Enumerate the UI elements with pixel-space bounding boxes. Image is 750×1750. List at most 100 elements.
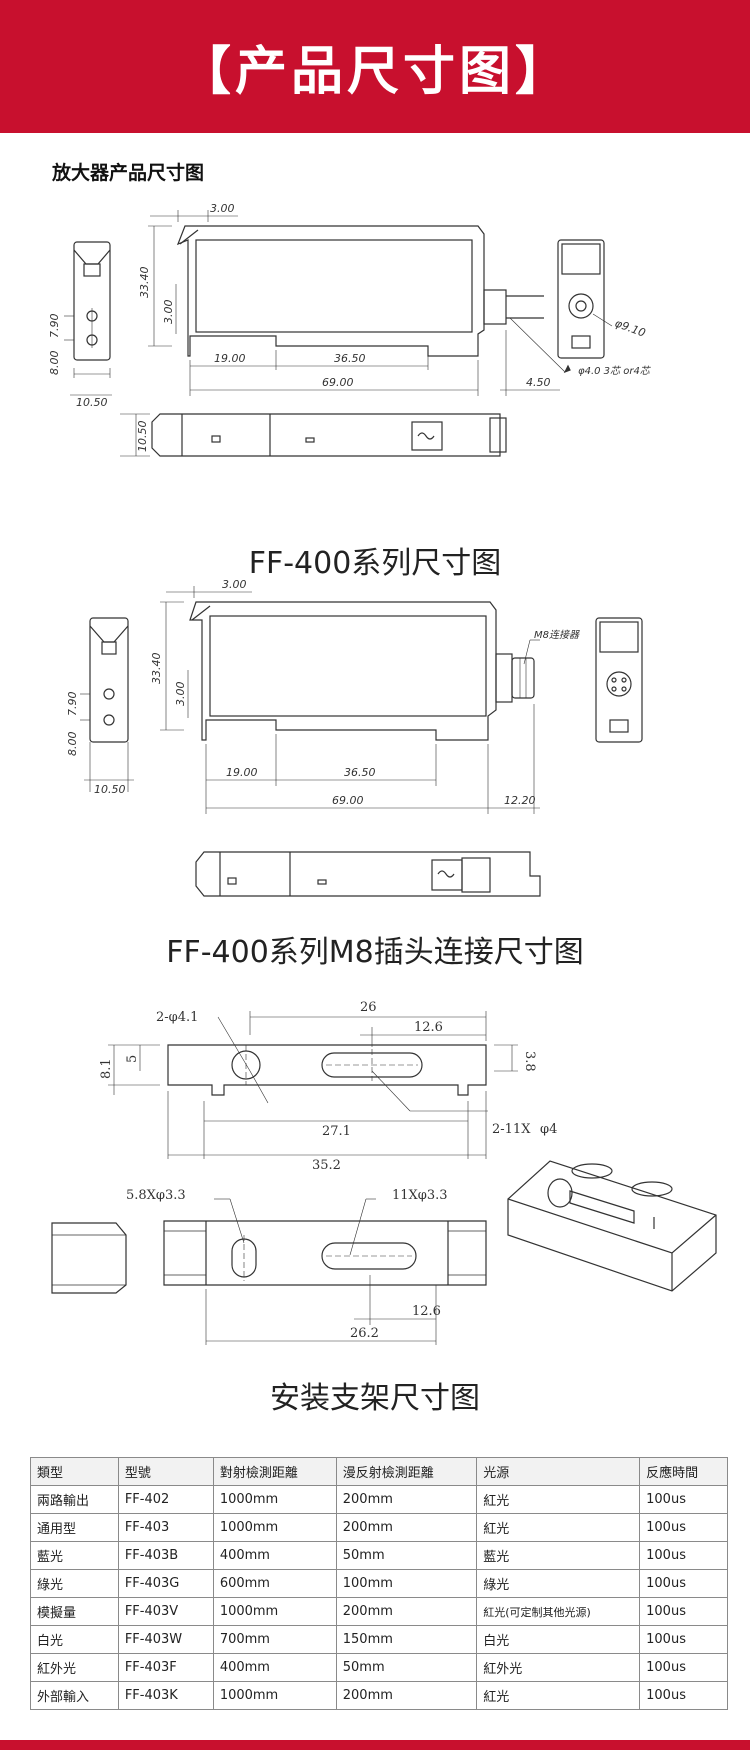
col-light-source: 光源 <box>476 1457 641 1486</box>
cell: FF-403B <box>117 1541 214 1570</box>
cell: 600mm <box>212 1569 337 1598</box>
bracket-slot-dia: φ4 <box>540 1122 557 1137</box>
caption-ff400-m8: FF-400系列M8插头连接尺寸图 <box>166 935 584 970</box>
table-header-row: 類型 型號 對射檢測距離 漫反射檢測距離 光源 反應時間 <box>30 1457 728 1486</box>
dim-side-width: 10.50 <box>76 396 108 409</box>
cell: 400mm <box>212 1653 337 1682</box>
col-through-beam: 對射檢測距離 <box>212 1457 337 1486</box>
col-diffuse: 漫反射檢測距離 <box>335 1457 478 1486</box>
dim-cable-dia: φ9.10 <box>613 317 647 340</box>
table-row: 綠光 FF-403G 600mm 100mm 綠光 100us <box>30 1569 728 1598</box>
dim-cable-len: 4.50 <box>526 376 551 389</box>
section-subtitle: 放大器产品尺寸图 <box>52 162 205 184</box>
cell: 700mm <box>212 1625 337 1654</box>
cell: 1000mm <box>212 1513 337 1542</box>
wire-note: φ4.0 3芯 or4芯 <box>578 365 652 377</box>
cell: 綠光 <box>30 1569 119 1598</box>
table-row: 藍光 FF-403B 400mm 50mm 藍光 100us <box>30 1541 728 1570</box>
cell: 通用型 <box>30 1513 119 1542</box>
cell: FF-403F <box>117 1653 214 1682</box>
cell: 400mm <box>212 1541 337 1570</box>
bracket-left-slot: 5.8Xφ3.3 <box>126 1188 186 1203</box>
dim-inner-height: 3.00 <box>162 300 175 325</box>
col-type: 類型 <box>30 1457 119 1486</box>
m8-dim-seg1: 19.00 <box>226 766 258 779</box>
cell: 100us <box>639 1569 728 1598</box>
table-row: 兩路輸出 FF-402 1000mm 200mm 紅光 100us <box>30 1485 728 1514</box>
table-row: 紅外光 FF-403F 400mm 50mm 紅外光 100us <box>30 1653 728 1682</box>
cell: 100us <box>639 1597 728 1626</box>
drawing-ff400: 3.00 33.40 3.00 7.90 8.00 10.50 19.00 36… <box>48 202 652 457</box>
cell: 200mm <box>335 1681 478 1710</box>
table-row: 通用型 FF-403 1000mm 200mm 紅光 100us <box>30 1513 728 1542</box>
cell: 1000mm <box>212 1485 337 1514</box>
cell: 150mm <box>335 1625 478 1654</box>
bracket-hole-label: 2-φ4.1 <box>156 1010 198 1025</box>
cell: 模擬量 <box>30 1597 119 1626</box>
bracket-left-h1: 8.1 <box>99 1058 114 1079</box>
cell: 藍光 <box>30 1541 119 1570</box>
m8-dim-top-width: 3.00 <box>222 580 247 591</box>
bracket-right-h: 3.8 <box>522 1051 537 1072</box>
bracket-left-h2: 5 <box>125 1055 140 1063</box>
dim-hole-offset: 8.00 <box>48 351 61 376</box>
cell: 1000mm <box>212 1681 337 1710</box>
m8-connector-label: M8连接器 <box>534 629 580 641</box>
dim-seg2: 36.50 <box>334 352 366 365</box>
cell: 紅光 <box>476 1513 641 1542</box>
cell: 200mm <box>335 1597 478 1626</box>
drawing-ff400-m8: 3.00 33.40 3.00 7.90 8.00 10.50 19.00 36… <box>66 580 643 897</box>
cell: 白光 <box>476 1625 641 1654</box>
cell: 100us <box>639 1625 728 1654</box>
table-row: 白光 FF-403W 700mm 150mm 白光 100us <box>30 1625 728 1654</box>
cell: 兩路輸出 <box>30 1485 119 1514</box>
m8-dim-seg2: 36.50 <box>344 766 376 779</box>
spec-table: 類型 型號 對射檢測距離 漫反射檢測距離 光源 反應時間 兩路輸出 FF-402… <box>30 1457 728 1710</box>
cell: 紅光 <box>476 1681 641 1710</box>
dim-bottom-width: 10.50 <box>136 421 149 453</box>
drawing-bracket: 26 2-φ4.1 12.6 8.1 5 3.8 27.1 35.2 2-11X… <box>51 1000 717 1345</box>
cell: 紅光(可定制其他光源) <box>476 1597 641 1626</box>
cell: 200mm <box>335 1485 478 1514</box>
cell: 100us <box>639 1653 728 1682</box>
dim-seg1: 19.00 <box>214 352 246 365</box>
cell: 藍光 <box>476 1541 641 1570</box>
cell: FF-403K <box>117 1681 214 1710</box>
bracket-bottom-total: 26.2 <box>350 1326 379 1341</box>
cell: 50mm <box>335 1653 478 1682</box>
m8-dim-plug-len: 12.20 <box>504 794 536 807</box>
table-row: 模擬量 FF-403V 1000mm 200mm 紅光(可定制其他光源) 100… <box>30 1597 728 1626</box>
table-row: 外部輸入 FF-403K 1000mm 200mm 紅光 100us <box>30 1681 728 1710</box>
bracket-inner: 27.1 <box>322 1124 351 1139</box>
cell: FF-402 <box>117 1485 214 1514</box>
bracket-right-slot: 11Xφ3.3 <box>392 1188 448 1203</box>
m8-dim-hole-pitch: 7.90 <box>66 692 79 717</box>
bracket-outer: 35.2 <box>312 1158 341 1173</box>
cell: 白光 <box>30 1625 119 1654</box>
cell: 外部輸入 <box>30 1681 119 1710</box>
cell: 紅外光 <box>476 1653 641 1682</box>
title-banner: 【产品尺寸图】 <box>0 0 750 133</box>
bracket-bottom-slot: 12.6 <box>412 1304 441 1319</box>
dim-top-width: 3.00 <box>210 202 235 215</box>
banner-title: 【产品尺寸图】 <box>178 42 571 102</box>
cell: FF-403G <box>117 1569 214 1598</box>
cell: 100us <box>639 1485 728 1514</box>
m8-dim-side-width: 10.50 <box>94 783 126 796</box>
dim-total: 69.00 <box>322 376 354 389</box>
m8-dim-inner-height: 3.00 <box>174 682 187 707</box>
bottom-accent-bar <box>0 1740 750 1750</box>
caption-ff400: FF-400系列尺寸图 <box>248 546 502 581</box>
cell: FF-403V <box>117 1597 214 1626</box>
cell: 100mm <box>335 1569 478 1598</box>
cell: 100us <box>639 1541 728 1570</box>
dim-hole-pitch: 7.90 <box>48 314 61 339</box>
col-model: 型號 <box>117 1457 214 1486</box>
col-response: 反應時間 <box>639 1457 728 1486</box>
cell: 200mm <box>335 1513 478 1542</box>
m8-dim-hole-offset: 8.00 <box>66 732 79 757</box>
cell: 紅光 <box>476 1485 641 1514</box>
cell: FF-403 <box>117 1513 214 1542</box>
cell: 紅外光 <box>30 1653 119 1682</box>
m8-dim-total: 69.00 <box>332 794 364 807</box>
